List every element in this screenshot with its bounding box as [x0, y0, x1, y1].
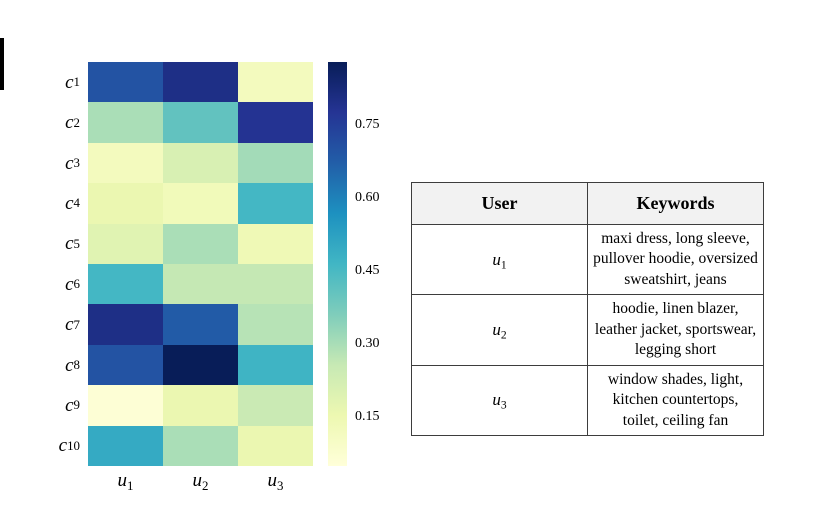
- heatmap-cell-c9-u3: [238, 385, 313, 426]
- colorbar-tick-0.30: 0.30: [355, 336, 380, 352]
- colorbar-tick-0.60: 0.60: [355, 190, 380, 206]
- heatmap-cell-c4-u1: [88, 183, 163, 224]
- heatmap-cell-c10-u1: [88, 425, 163, 466]
- heatmap-cell-c9-u1: [88, 385, 163, 426]
- heatmap-cell-c4-u2: [163, 183, 238, 224]
- table-header-row: User Keywords: [411, 182, 764, 225]
- table-keywords-u2: hoodie, linen blazer, leather jacket, sp…: [587, 294, 764, 366]
- heatmap-cell-c5-u3: [238, 223, 313, 264]
- table-header-user: User: [411, 182, 588, 225]
- heatmap-cell-c8-u2: [163, 344, 238, 386]
- heatmap-col-labels: u1 u2 u3: [88, 470, 313, 492]
- colorbar-tick-0.15: 0.15: [355, 409, 380, 425]
- col-label-u1: u1: [117, 470, 134, 493]
- heatmap-cell-c2-u3: [238, 102, 313, 143]
- heatmap-cell-c6-u2: [163, 264, 238, 305]
- table-user-u3: u3: [411, 364, 588, 437]
- heatmap-cell-c5-u1: [88, 223, 163, 264]
- heatmap-cell-c10-u2: [163, 425, 238, 466]
- left-edge-mark: [0, 38, 4, 90]
- table-keywords-u1: maxi dress, long sleeve, pullover hoodie…: [587, 223, 764, 296]
- heatmap-cell-c6-u3: [238, 264, 313, 305]
- colorbar-tick-0.45: 0.45: [355, 263, 380, 279]
- heatmap-cell-c7-u2: [163, 304, 238, 345]
- table-user-u1: u1: [411, 223, 588, 296]
- heatmap-cell-c7-u3: [238, 304, 313, 345]
- heatmap-cell-c5-u2: [163, 223, 238, 264]
- table-user-u2: u2: [411, 294, 588, 366]
- heatmap-cell-c2-u1: [88, 102, 163, 143]
- heatmap-cell-c1-u3: [238, 62, 313, 103]
- heatmap-cell-c8-u3: [238, 344, 313, 386]
- heatmap-cell-c3-u2: [163, 142, 238, 184]
- heatmap-cell-c10-u3: [238, 425, 313, 466]
- table-header-keywords: Keywords: [587, 182, 764, 225]
- heatmap-cell-c7-u1: [88, 304, 163, 345]
- heatmap-cell-c9-u2: [163, 385, 238, 426]
- heatmap-grid: [88, 62, 313, 466]
- heatmap-cell-c8-u1: [88, 344, 163, 386]
- colorbar-tick-0.75: 0.75: [355, 117, 380, 133]
- keywords-table-header: User Keywords: [411, 182, 764, 225]
- heatmap-cell-c6-u1: [88, 264, 163, 305]
- heatmap-cell-c1-u2: [163, 62, 238, 103]
- heatmap-cell-c3-u1: [88, 142, 163, 184]
- heatmap-cell-c3-u3: [238, 142, 313, 184]
- col-label-u2: u2: [192, 470, 209, 493]
- heatmap-cell-c4-u3: [238, 183, 313, 224]
- colorbar-tick-labels: 0.75 0.60 0.45 0.30 0.15: [355, 62, 401, 466]
- heatmap-cell-c1-u1: [88, 62, 163, 103]
- table-keywords-u3: window shades, light, kitchen countertop…: [587, 364, 764, 437]
- heatmap-cell-c2-u2: [163, 102, 238, 143]
- col-label-u3: u3: [267, 470, 284, 493]
- colorbar-gradient: [328, 62, 347, 466]
